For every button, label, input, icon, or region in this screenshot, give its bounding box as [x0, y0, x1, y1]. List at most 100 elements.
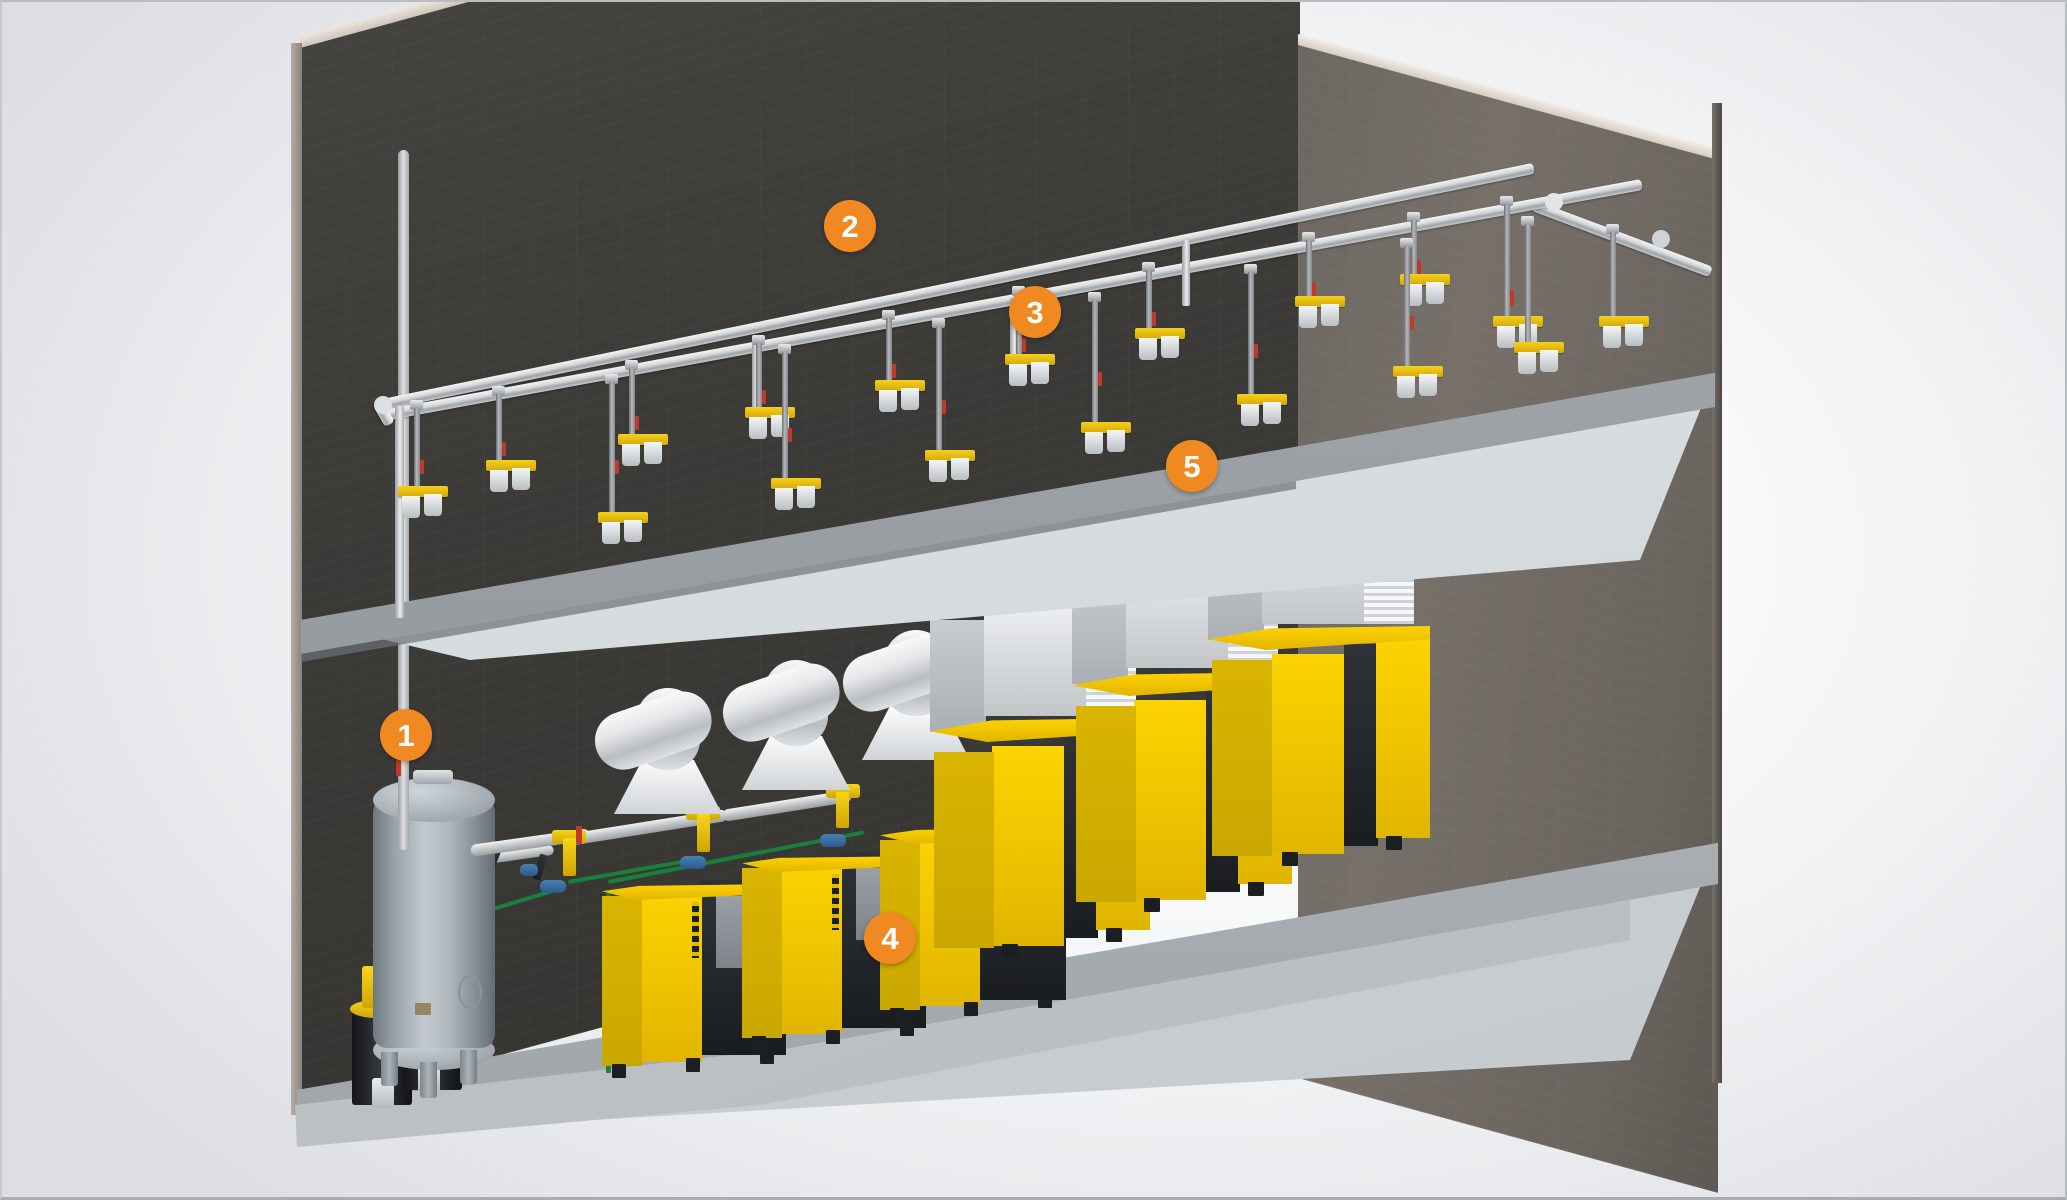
compressor-3-foot-a [1282, 852, 1298, 866]
frl-bowl-j1 [1497, 326, 1515, 348]
dryer-2-foot-b [826, 1030, 840, 1044]
drop-collar-a [410, 400, 423, 410]
drop-collar-m3 [932, 318, 945, 328]
frl-manifold-i [1400, 274, 1450, 285]
drop-collar-m6 [1400, 238, 1413, 248]
drop-tag-e [892, 364, 896, 378]
frl-manifold-k [1599, 316, 1649, 327]
drop-collar-m5 [1244, 264, 1257, 274]
compressor-2-foot-a [1144, 898, 1160, 912]
drop-collar-b [492, 386, 505, 396]
drop-tag-m5 [1254, 344, 1258, 358]
header-pressure-indicator [576, 826, 582, 844]
dryer-1-side-panel [602, 896, 642, 1066]
frl-bowl-h2 [1321, 304, 1339, 326]
compressor-3-cabinet-front [1272, 654, 1344, 854]
air-receiver-manway [413, 770, 453, 784]
frl-bowl-m6b [1419, 374, 1437, 396]
drop-collar-m1 [605, 374, 618, 384]
frl-manifold-d [745, 407, 795, 418]
frl-manifold-j [1493, 316, 1543, 327]
dryer-3-foot-c [1038, 994, 1052, 1008]
callout-badge-2[interactable]: 2 [824, 200, 876, 252]
main-riser-upper [398, 150, 409, 445]
drop-leg-k [1610, 232, 1616, 316]
air-receiver-nameplate [415, 1003, 431, 1015]
dryer-2-foot-a [752, 1036, 766, 1050]
dryer-3-foot-b [964, 1002, 978, 1016]
frl-bowl-m4b [1107, 430, 1125, 452]
drop-tag-c [635, 416, 639, 430]
drop-collar-i [1407, 212, 1420, 222]
drop-tag-m3 [942, 400, 946, 414]
callout-label-1: 1 [397, 717, 415, 753]
frl-manifold-m6 [1393, 366, 1443, 377]
drop-collar-d [752, 335, 765, 345]
frl-manifold-c [618, 434, 668, 445]
frl-manifold-a [398, 486, 448, 497]
compressor-1-cabinet-front [992, 746, 1064, 946]
callout-badge-4[interactable]: 4 [864, 912, 916, 964]
drop-collar-h [1302, 232, 1315, 242]
ring-main-corner-left [374, 396, 392, 414]
air-receiver-inspection-port [458, 975, 482, 1009]
callout-badge-3[interactable]: 3 [1009, 286, 1061, 338]
frl-bowl-m5a [1241, 404, 1259, 426]
dryer-3-foot-a [890, 1008, 904, 1022]
drop-collar-g [1142, 262, 1155, 272]
drop-tag-j [1510, 290, 1514, 306]
drop-collar-k [1606, 224, 1619, 234]
drop-leg-c [629, 368, 635, 436]
drop-tag-i [1417, 260, 1421, 274]
drop-leg-e [886, 318, 892, 382]
pipe-support-post-3 [1010, 298, 1018, 368]
frl-manifold-m4 [1081, 422, 1131, 433]
compressor-2-foot-b [1248, 882, 1264, 896]
drop-collar-j [1500, 196, 1513, 206]
drop-leg-m5 [1248, 272, 1254, 394]
frl-bowl-g2 [1161, 336, 1179, 358]
frl-bowl-a2 [424, 494, 442, 516]
dryer-2-front-panel [780, 862, 842, 1034]
frl-manifold-f [1005, 354, 1055, 365]
pipe-support-post-4 [1182, 240, 1190, 306]
frl-manifold-m7 [1514, 342, 1564, 353]
frl-bowl-f1 [1009, 364, 1027, 386]
drop-leg-d [756, 343, 762, 409]
frl-bowl-m2b [797, 486, 815, 508]
frl-manifold-g [1135, 328, 1185, 339]
air-receiver-leg-3 [460, 1050, 477, 1084]
frl-manifold-h [1295, 296, 1345, 307]
drop-leg-g [1146, 270, 1152, 330]
drop-tag-d [762, 390, 766, 404]
frl-bowl-m4a [1085, 432, 1103, 454]
frl-bowl-m7a [1518, 352, 1536, 374]
header-tee-cap-1 [540, 880, 566, 893]
header-tee-cap-3 [820, 834, 846, 847]
drop-leg-b [496, 394, 502, 462]
callout-badge-5[interactable]: 5 [1166, 440, 1218, 492]
callout-label-3: 3 [1026, 294, 1044, 330]
riser-marker-tag [396, 760, 401, 776]
frl-bowl-m6a [1397, 376, 1415, 398]
frl-bowl-i2 [1426, 282, 1444, 304]
drop-leg-m7 [1525, 224, 1531, 342]
drop-collar-e [882, 310, 895, 320]
dryer-2-foot-c [900, 1022, 914, 1036]
drop-tag-h [1312, 282, 1316, 296]
drop-tag-m1 [615, 460, 619, 474]
frl-bowl-c2 [644, 442, 662, 464]
callout-badge-1[interactable]: 1 [380, 709, 432, 761]
ring-main-corner-right [1545, 193, 1563, 211]
drop-collar-m2 [778, 344, 791, 354]
pipe-support-post-1 [395, 406, 404, 618]
right-wall-far-edge [1712, 103, 1722, 1083]
drop-leg-a [414, 408, 420, 488]
compressor-3-cabinet-right [1376, 634, 1430, 838]
frl-manifold-m5 [1237, 394, 1287, 405]
header-valve-3b [836, 792, 849, 828]
frl-manifold-m1 [598, 512, 648, 523]
header-tee-cap-2 [680, 856, 706, 869]
frl-bowl-m1a [602, 522, 620, 544]
drop-tag-g [1152, 312, 1156, 326]
